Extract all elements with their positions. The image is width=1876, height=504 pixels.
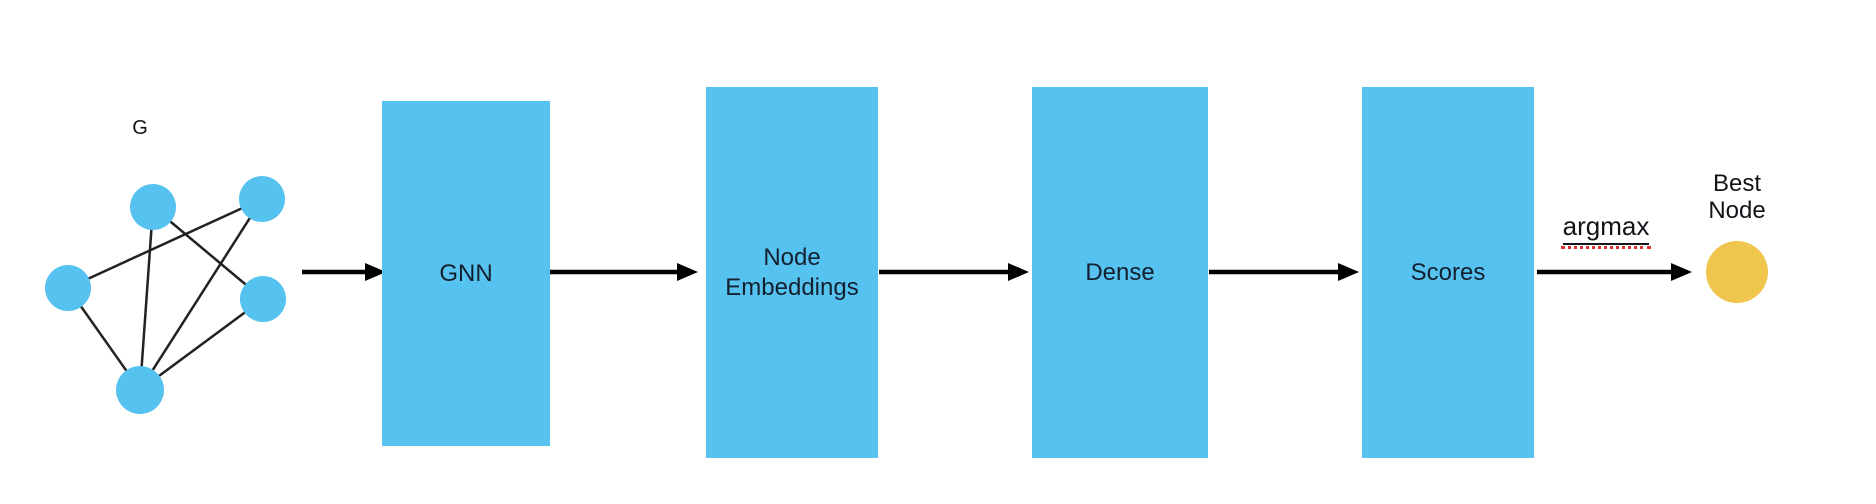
best-node-circle <box>1706 241 1768 303</box>
graph-label: G <box>132 117 148 139</box>
argmax-label-wrap: argmax <box>1538 211 1674 249</box>
flow-arrow-head <box>1671 263 1692 281</box>
graph-edges <box>66 197 264 392</box>
graph-node <box>45 265 91 311</box>
flow-arrow-head <box>365 263 386 281</box>
stage-label-scores: Scores <box>1410 258 1486 286</box>
flow-arrow-head <box>677 263 698 281</box>
graph-node <box>130 184 176 230</box>
graph-edge <box>138 206 155 391</box>
graph-edge <box>67 197 263 290</box>
stage-label-dense: Dense <box>1085 258 1155 286</box>
best-node-label: Best Node <box>1708 170 1766 224</box>
argmax-label: argmax <box>1560 211 1652 249</box>
graph-node <box>116 366 164 414</box>
graph-nodes <box>45 176 286 414</box>
stage-label-node-embeddings: Node Embeddings <box>725 243 859 301</box>
flow-arrow-head <box>1338 263 1359 281</box>
graph-edge <box>138 198 264 391</box>
stage-box-scores: Scores <box>1362 87 1534 458</box>
flow-arrows <box>302 263 1692 281</box>
stage-box-node-embeddings: Node Embeddings <box>706 87 878 458</box>
flow-arrow-head <box>1008 263 1029 281</box>
stage-box-gnn: GNN <box>382 101 550 446</box>
graph-edge <box>152 206 264 300</box>
graph-node <box>240 276 286 322</box>
graph-node <box>239 176 285 222</box>
stage-label-gnn: GNN <box>439 259 493 287</box>
stage-box-dense: Dense <box>1032 87 1208 458</box>
graph-edge <box>139 297 264 392</box>
